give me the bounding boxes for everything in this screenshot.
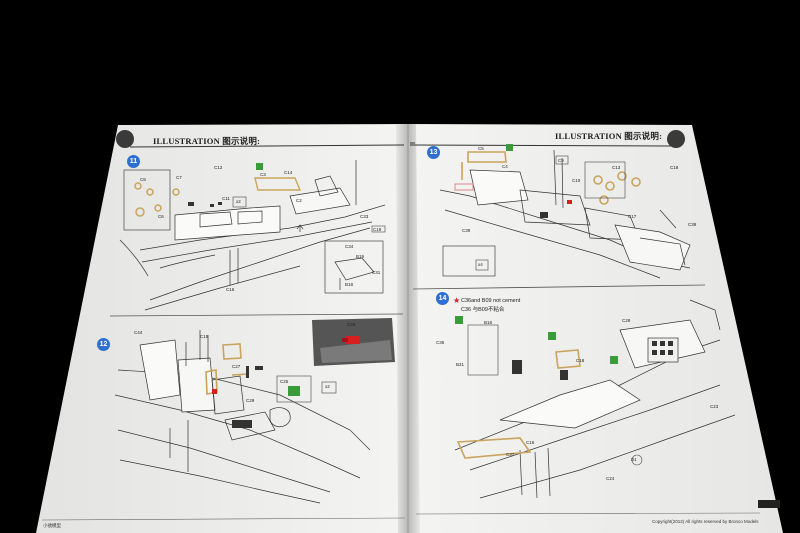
part-label: C16 <box>526 440 535 445</box>
part-label: C37 <box>506 452 515 457</box>
step-14-badge: 14 <box>436 292 449 305</box>
part-label: C10 <box>572 178 581 183</box>
part-label: C5 <box>478 146 484 151</box>
part-label: C13 <box>612 165 621 170</box>
part-label: C14 <box>284 170 293 175</box>
part-label: C28 <box>622 318 631 323</box>
part-label: C11 <box>222 196 230 201</box>
corner-dot-left <box>116 130 134 148</box>
part-label: x2 <box>325 384 330 389</box>
part-label: C7 <box>176 175 182 180</box>
part-label: C15 <box>200 334 209 339</box>
part-label: C31 <box>372 270 381 275</box>
part-label: C34 <box>345 244 354 249</box>
part-label: C38 <box>688 222 697 227</box>
part-label: C9 <box>558 158 564 163</box>
part-label: C2 <box>296 198 302 203</box>
part-label: B18 <box>484 320 493 325</box>
page-gutter <box>396 124 420 533</box>
cement-note-cn: C36 与B09不粘合 <box>461 307 505 313</box>
step-12-inset <box>312 318 395 366</box>
left-page-footer: 小號模型 <box>43 523 61 528</box>
left-page <box>36 124 410 533</box>
cement-note-en: C36and B09 not cement <box>461 298 521 304</box>
part-label: C17 <box>628 214 637 219</box>
part-label: C39 <box>462 228 471 233</box>
part-label: B21 <box>456 362 465 367</box>
part-label: C16 <box>226 287 235 292</box>
part-label: C24 <box>606 476 615 481</box>
part-label: C29 <box>246 398 255 403</box>
part-label: C33 <box>360 214 369 219</box>
right-page-header: ILLUSTRATION 图示说明: <box>555 131 663 141</box>
part-label: C44 <box>134 330 143 335</box>
part-label: C6 <box>158 214 164 219</box>
part-label: C27 <box>232 364 241 369</box>
part-label: C8 <box>140 177 146 182</box>
part-label: B19 <box>356 254 365 259</box>
part-label: C18 <box>576 358 585 363</box>
part-label: C23 <box>710 404 719 409</box>
part-label: C12 <box>214 165 223 170</box>
step-11-drawing <box>119 160 386 311</box>
step-13-badge: 13 <box>427 146 440 159</box>
part-label: C25 <box>280 379 289 384</box>
part-label: D1 <box>631 457 637 462</box>
step-11-badge: 11 <box>127 155 140 168</box>
part-label: x4 <box>478 262 483 267</box>
corner-dot-right <box>667 130 685 148</box>
right-page <box>404 124 783 533</box>
part-label: C26 <box>347 322 356 327</box>
part-label: C18 <box>670 165 679 170</box>
step-12-badge: 12 <box>97 338 110 351</box>
part-label: C36 <box>436 340 445 345</box>
part-label: B18 <box>345 282 354 287</box>
step-13-drawing <box>439 149 691 279</box>
part-label: C3 <box>260 172 266 177</box>
part-label: C19 <box>373 227 382 232</box>
right-page-footer: Copyright(2012) All rights reserved by B… <box>652 519 759 524</box>
svg-text:★: ★ <box>453 296 460 305</box>
part-label: x2 <box>236 199 241 204</box>
left-page-header: ILLUSTRATION 图示说明: <box>153 136 261 146</box>
part-label: C4 <box>502 164 508 169</box>
